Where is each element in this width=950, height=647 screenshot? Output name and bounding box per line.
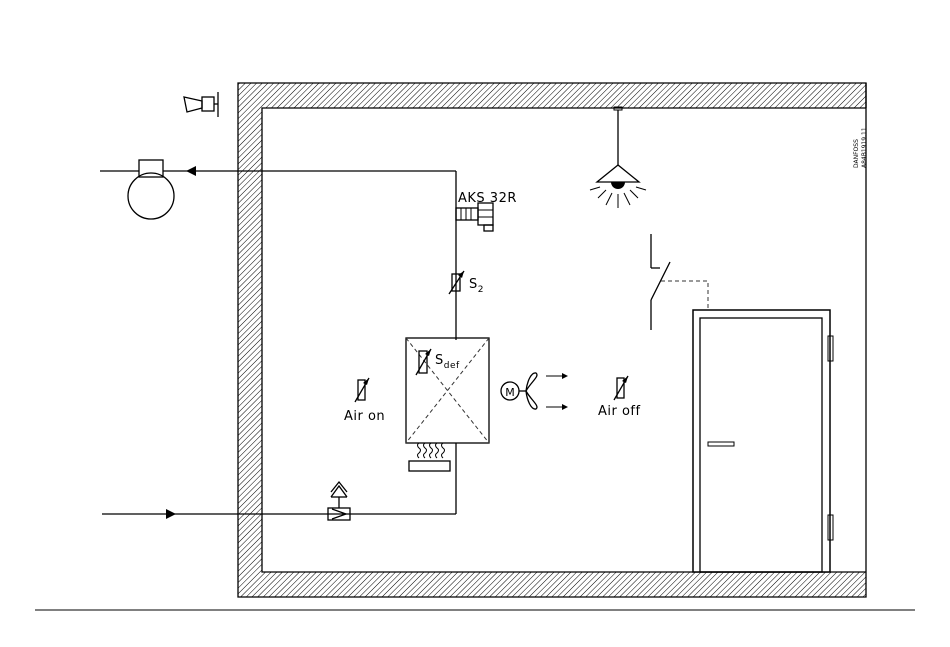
fan-icon: M	[501, 373, 537, 409]
horn-alarm-icon	[184, 92, 218, 117]
compressor-icon	[100, 160, 174, 219]
defrost-heater-icon	[409, 443, 450, 471]
air-on-label: Air on	[344, 409, 385, 424]
air-flow-arrows	[546, 373, 568, 410]
s2-label: S2	[469, 277, 484, 295]
door	[693, 310, 833, 572]
suction-line	[163, 166, 456, 340]
air-off-sensor-icon	[614, 376, 628, 400]
fan-motor-label: M	[505, 386, 515, 399]
pressure-transmitter-icon	[456, 203, 493, 231]
sdef-sensor-icon	[416, 349, 431, 375]
drawing-code: DANFOSS A84B1919.11	[853, 127, 868, 168]
lamp-icon	[590, 107, 646, 208]
drawing-code-line-1: DANFOSS	[853, 139, 860, 168]
sdef-label: Sdef	[435, 353, 460, 371]
flow-arrow-icon	[166, 509, 176, 519]
air-off-label: Air off	[598, 404, 641, 419]
s2-sensor-icon	[449, 271, 464, 294]
liquid-line	[102, 443, 456, 519]
drawing-code-line-2: A84B1919.11	[861, 127, 868, 168]
pressure-sensor-label: AKS 32R	[458, 191, 517, 206]
flow-arrow-icon	[186, 166, 196, 176]
air-on-sensor-icon	[355, 378, 369, 402]
